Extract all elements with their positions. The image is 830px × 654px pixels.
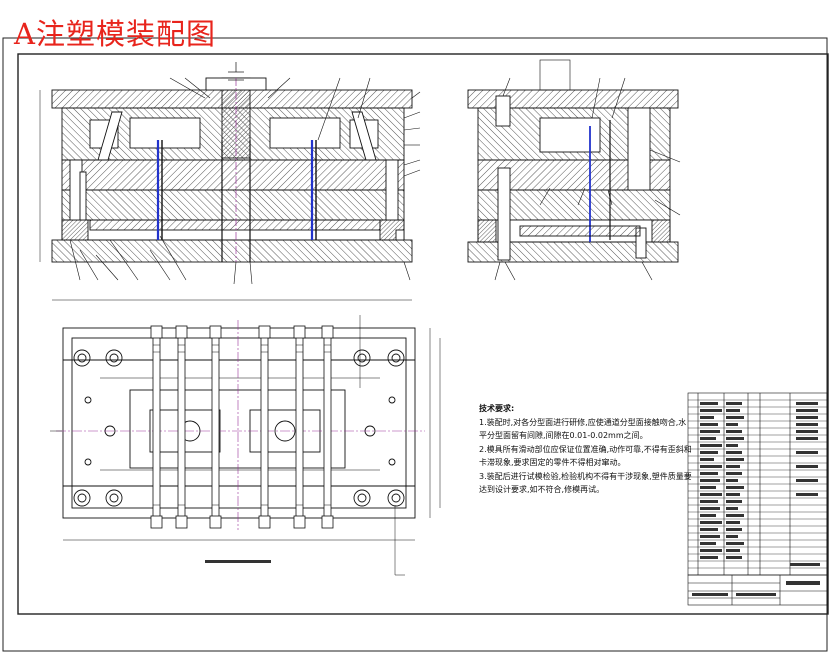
requirement-line: 1.装配时,对各分型面进行研修,应使通道分型面接触吻合,水平分型面留有间隙,间隙… xyxy=(479,417,687,441)
cooling-channels xyxy=(150,325,334,529)
front-section-view xyxy=(39,77,421,301)
plan-dimensions xyxy=(50,315,441,576)
plan-view xyxy=(56,320,425,530)
drawing-title: A注塑模装配图 xyxy=(14,17,216,51)
title-block xyxy=(687,574,828,606)
parts-list xyxy=(687,392,828,576)
technical-requirements-heading: 技术要求: xyxy=(479,404,515,413)
side-section-view xyxy=(467,59,681,281)
requirement-line: 3.装配后进行试模检验,检验机构不得有干涉现象,塑件质量要达到设计要求,如不符合… xyxy=(479,471,692,495)
requirement-line: 2.模具所有滑动部位应保证位置准确,动作可靠,不得有歪斜和卡滞现象,要求固定的零… xyxy=(479,444,692,468)
technical-requirements: 技术要求: 1.装配时,对各分型面进行研修,应使通道分型面接触吻合,水平分型面留… xyxy=(479,402,693,497)
sprue-callout xyxy=(228,62,244,81)
plan-view-caption-mark xyxy=(205,560,271,563)
drawing-frame xyxy=(2,37,829,652)
